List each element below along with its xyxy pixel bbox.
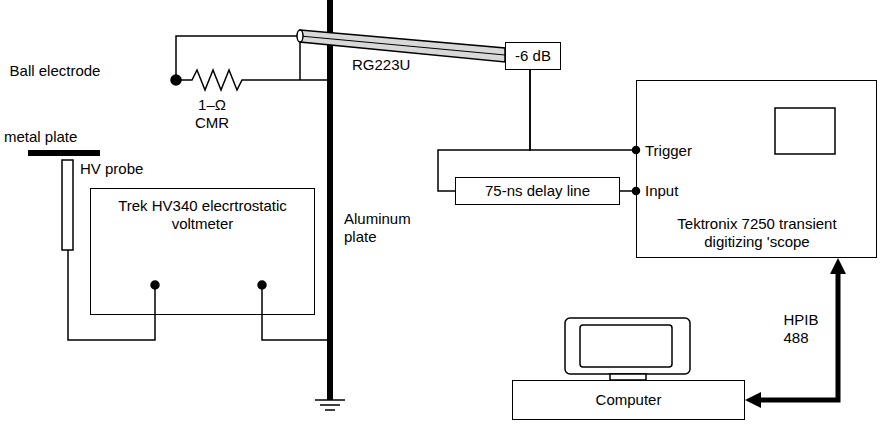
- edge-label: HPIB 488: [784, 311, 828, 347]
- signal-wire: [620, 190, 636, 192]
- part-label: metal plate: [4, 128, 77, 146]
- part-label: HV probe: [80, 160, 143, 178]
- hv-probe: [62, 160, 73, 250]
- label-anchor: RG223U: [352, 56, 410, 74]
- node-label: 75-ns delay line: [485, 182, 590, 200]
- voltmeter-box: Trek HV340 elecrtrostatic voltmeter: [90, 188, 315, 315]
- cable-label: RG223U: [352, 56, 410, 74]
- computer-box: Computer: [512, 380, 745, 420]
- ground-symbol: [320, 404, 340, 406]
- part-label: Ball electrode: [8, 62, 102, 80]
- label-anchor: HV probe: [80, 160, 143, 178]
- aluminum-plate: [327, 0, 333, 400]
- terminal-label: Input: [645, 182, 876, 200]
- ground-symbol: [325, 409, 335, 411]
- delay-line-box: 75-ns delay line: [455, 177, 620, 205]
- signal-wire: [176, 36, 297, 75]
- instrument-label: Trek HV340 elecrtrostatic voltmeter: [103, 197, 303, 233]
- attenuator-box: -6 dB: [505, 42, 561, 70]
- drawing-group: [28, 0, 835, 410]
- ground-wire: [262, 285, 327, 340]
- probe-wire: [68, 250, 155, 340]
- signal-wire: [530, 70, 636, 150]
- label-anchor: Ball electrode: [8, 62, 102, 80]
- monitor-screen: [580, 325, 672, 367]
- label-anchor: HPIB 488: [784, 311, 828, 347]
- coax-core: [300, 36, 505, 55]
- computer-monitor: [565, 318, 690, 374]
- resistor-symbol: [181, 70, 327, 90]
- metal-plate: [28, 150, 100, 156]
- ball-electrode: [171, 75, 181, 85]
- node-label: -6 dB: [515, 47, 551, 65]
- terminal-dot: [258, 281, 266, 289]
- scope-screen: [775, 108, 835, 154]
- component-label: 1–Ω CMR: [192, 96, 232, 132]
- terminal-dot: [151, 281, 159, 289]
- shield-wire: [299, 42, 301, 80]
- oscilloscope-box: TriggerInputTektronix 7250 transient dig…: [636, 80, 877, 258]
- node-label: Computer: [596, 391, 662, 409]
- coax-end: [297, 30, 303, 42]
- label-anchor: 1–Ω CMR: [192, 96, 232, 132]
- instrument-label: Tektronix 7250 transient digitizing 'sco…: [657, 215, 857, 251]
- label-anchor: Aluminum plate: [344, 210, 424, 246]
- bus-arrow: [753, 266, 838, 400]
- label-anchor: metal plate: [4, 128, 77, 146]
- signal-wire: [438, 70, 530, 191]
- part-label: Aluminum plate: [344, 210, 424, 246]
- ground-symbol: [315, 399, 345, 401]
- terminal-label: Trigger: [645, 142, 876, 160]
